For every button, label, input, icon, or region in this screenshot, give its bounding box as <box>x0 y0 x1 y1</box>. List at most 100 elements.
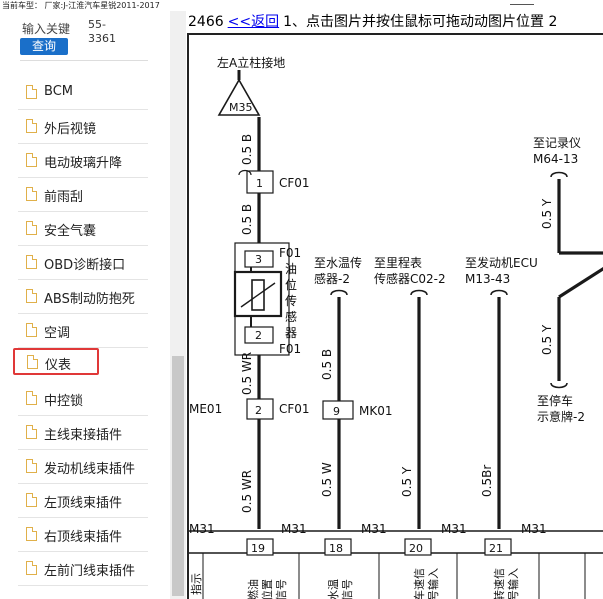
pin-label: 2 <box>255 404 262 417</box>
pin-label: 18 <box>329 542 343 555</box>
sensor-pin-box <box>244 326 274 344</box>
bottom-label-water: 水温 <box>327 579 340 599</box>
current-vehicle-text: 当前车型： 厂家:J-江淮汽车星锐2011-2017 <box>2 1 160 10</box>
sensor-char: 油 <box>285 262 297 276</box>
pin-label: 2 <box>255 329 262 342</box>
connector-arc <box>410 289 428 296</box>
sidebar-item-label: 左顶线束插件 <box>44 496 123 511</box>
bottom-label-fuel: 燃油 <box>246 579 260 599</box>
connector-arc <box>550 382 568 389</box>
wire-label: 0.5 B <box>240 134 254 165</box>
connector-label: CF01 <box>279 176 310 190</box>
connector-label: ME01 <box>189 402 222 416</box>
bottom-label-fuel: 信号 <box>275 579 288 599</box>
bottom-label-rpm: 号输入 <box>506 568 520 599</box>
app-title-bar: 当前车型： 厂家:J-江淮汽车星锐2011-2017 <box>0 0 603 11</box>
wiring-diagram-svg[interactable]: 左A立柱接地 M35 0.5 B 0.5 B CF01 1 F01 3 2 F0… <box>189 35 603 599</box>
sidebar-item-label: 外后视镜 <box>44 122 97 137</box>
document-icon <box>26 527 37 541</box>
to-parking-line2: 示意牌-2 <box>537 409 585 424</box>
search-input[interactable]: 输入关键 <box>22 22 71 36</box>
connector-label: MK01 <box>359 404 393 418</box>
document-icon <box>26 187 37 201</box>
document-icon <box>26 221 37 235</box>
sidebar-item[interactable]: 安全气囊 <box>18 212 148 246</box>
document-icon <box>26 561 37 575</box>
title-bar-decoration <box>510 0 534 5</box>
document-icon <box>26 255 37 269</box>
sidebar-item-label: BCM <box>44 84 73 99</box>
to-parking-line1: 至停车 <box>537 393 573 408</box>
sidebar-item-label: 中控锁 <box>44 394 84 409</box>
document-icon <box>26 493 37 507</box>
bottom-label-water: 信号 <box>341 579 354 599</box>
sidebar-item[interactable]: 右顶线束插件 <box>18 518 148 552</box>
sensor-char: 位 <box>285 277 297 292</box>
to-odometer-line2: 传感器C02-2 <box>374 271 446 286</box>
scrollbar-thumb[interactable] <box>172 356 184 596</box>
wire-label: 0.5 WR <box>240 470 254 513</box>
connector-arc <box>238 169 252 176</box>
ground-code: M35 <box>229 101 253 114</box>
connector-label: F01 <box>279 342 301 356</box>
sidebar-item-label: 发动机线束插件 <box>44 462 136 477</box>
to-recorder-line2: M64-13 <box>533 152 578 166</box>
to-odometer-line1: 至里程表 <box>374 255 422 270</box>
sidebar-item[interactable]: 左前门线束插件 <box>18 552 148 586</box>
to-water-temp-line2: 感器-2 <box>314 271 350 286</box>
sidebar-item[interactable]: 主线束接插件 <box>18 416 148 450</box>
sensor-pin-box <box>244 250 274 268</box>
sidebar-item[interactable]: BCM <box>18 76 148 110</box>
connector-arc <box>550 171 568 178</box>
sidebar-item-label: 电动玻璃升降 <box>44 156 123 171</box>
pin-label: 1 <box>256 177 263 190</box>
search-code-line2: 3361 <box>88 32 116 45</box>
ground-label: 左A立柱接地 <box>217 55 285 70</box>
sidebar-item-label: 前雨刮 <box>44 190 84 205</box>
ground-symbol <box>217 78 261 116</box>
wire-label: 0.5 WR <box>240 352 254 395</box>
sidebar-item-label: ABS制动防抱死 <box>44 292 135 307</box>
sidebar-item[interactable]: ABS制动防抱死 <box>18 280 148 314</box>
connector-label: M31 <box>189 522 215 536</box>
sidebar-item[interactable]: 仪表 <box>13 348 99 375</box>
back-link[interactable]: <<返回 <box>227 14 280 30</box>
wire-label: 0.5 B <box>240 204 254 235</box>
sensor-char: 感 <box>285 309 297 324</box>
wiring-diagram[interactable]: 左A立柱接地 M35 0.5 B 0.5 B CF01 1 F01 3 2 F0… <box>187 33 603 599</box>
divider <box>20 60 148 61</box>
sidebar-item[interactable]: OBD诊断接口 <box>18 246 148 280</box>
sidebar-item[interactable]: 电动玻璃升降 <box>18 144 148 178</box>
connector-arc <box>490 289 508 296</box>
sidebar-item-label: 主线束接插件 <box>44 428 123 443</box>
sidebar-item[interactable]: 发动机线束插件 <box>18 450 148 484</box>
wire-label: 0.5Br <box>480 465 494 497</box>
document-icon <box>26 119 37 133</box>
sidebar-item[interactable]: 外后视镜 <box>18 110 148 144</box>
sidebar-scrollbar[interactable] <box>170 11 186 599</box>
instruction-text: 1、点击图片并按住鼠标可拖动动图片位置 2 <box>283 14 558 30</box>
document-icon <box>26 85 37 99</box>
pin-label: 19 <box>251 542 265 555</box>
sidebar-item-label: 安全气囊 <box>44 224 97 239</box>
connector-cf01 <box>246 398 274 420</box>
sidebar-item[interactable]: 中控锁 <box>18 382 148 416</box>
to-recorder-line1: 至记录仪 <box>533 136 581 150</box>
connector-arc <box>330 289 348 296</box>
search-button[interactable]: 查询 <box>20 38 68 55</box>
sidebar-item[interactable]: 空调 <box>18 314 148 348</box>
to-water-temp-line1: 至水温传 <box>314 255 362 270</box>
wire-label: 0.5 W <box>320 462 334 497</box>
page-number: 2466 <box>188 14 224 30</box>
pin-box-18 <box>324 538 352 556</box>
wire-parking <box>558 266 603 299</box>
wire-label: 0.5 B <box>320 349 334 380</box>
sidebar-item[interactable]: 前雨刮 <box>18 178 148 212</box>
sidebar-item[interactable]: 左顶线束插件 <box>18 484 148 518</box>
pin-label: 20 <box>409 542 423 555</box>
bottom-label-indicator: 指示 <box>189 573 203 595</box>
connector-label: M31 <box>361 522 387 536</box>
pin-box-20 <box>404 538 432 556</box>
